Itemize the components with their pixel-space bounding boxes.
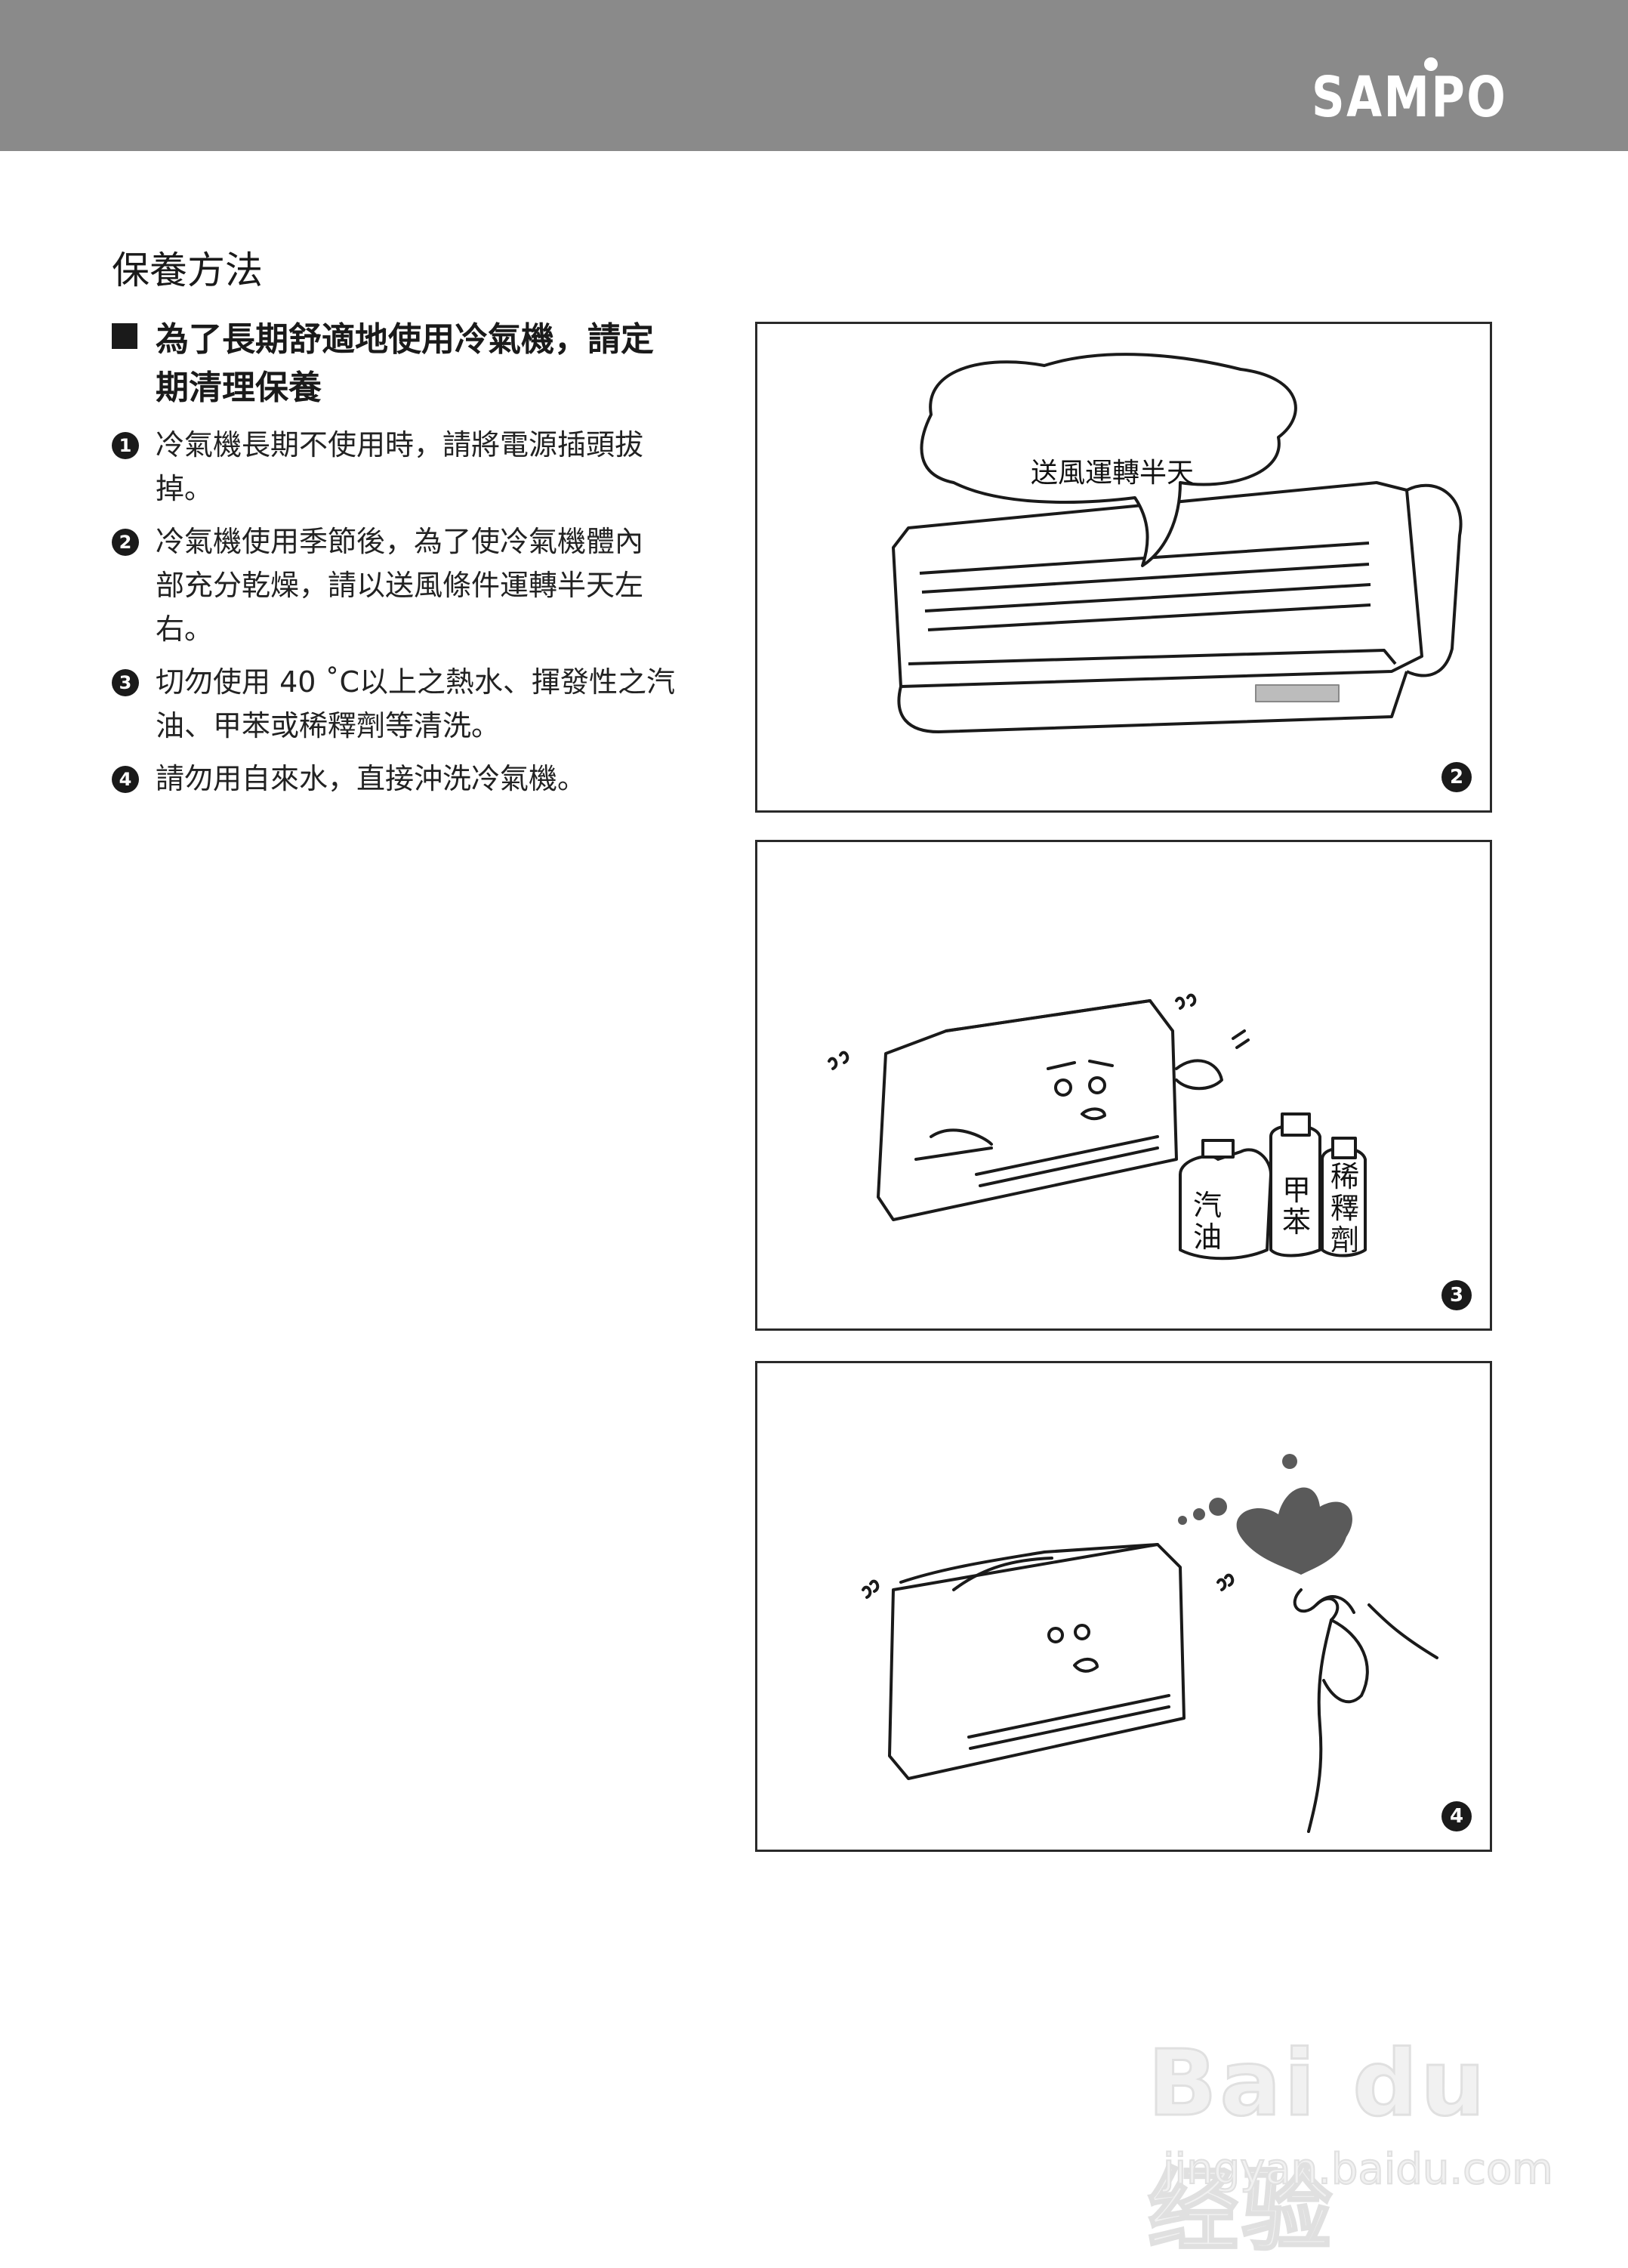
item-line: 部充分乾燥，請以送風條件運轉半天左 xyxy=(156,569,644,602)
lead-line-1: 為了長期舒適地使用冷氣機，請定 xyxy=(156,320,654,359)
item-line: 切勿使用 40 ˚C以上之熱水、揮發性之汽 xyxy=(156,665,676,699)
panel-number-badge: 2 xyxy=(1441,762,1472,792)
panel-number-badge: 3 xyxy=(1441,1280,1472,1310)
number-badge: 4 xyxy=(112,766,139,793)
bottle-label-toluene: 甲苯 xyxy=(1281,1174,1311,1239)
page-title: 保養方法 xyxy=(112,248,263,292)
list-item: 2 冷氣機使用季節後，為了使冷氣機體內 部充分乾燥，請以送風條件運轉半天左 右。 xyxy=(112,520,693,651)
illustration-panel-fan-mode: 送風運轉半天 2 xyxy=(755,322,1492,813)
item-line: 油、甲苯或稀釋劑等清洗。 xyxy=(156,709,501,742)
air-conditioner-fan-illustration xyxy=(892,353,1463,733)
air-conditioner-solvents-illustration xyxy=(828,993,1367,1261)
speech-bubble-text: 送風運轉半天 xyxy=(1031,458,1195,489)
item-line: 冷氣機長期不使用時，請將電源插頭拔 xyxy=(156,428,644,461)
number-badge: 2 xyxy=(112,529,139,556)
air-conditioner-water-spray-illustration xyxy=(862,1454,1438,1833)
list-item: 3 切勿使用 40 ˚C以上之熱水、揮發性之汽 油、甲苯或稀釋劑等清洗。 xyxy=(112,660,693,748)
number-badge: 3 xyxy=(112,669,139,696)
illustration-panel-no-water: 4 xyxy=(755,1361,1492,1852)
bottle-label-gasoline: 汽油 xyxy=(1192,1189,1222,1254)
watermark-url-text: jingyan.baidu.com xyxy=(1162,2144,1554,2195)
illustration-panel-solvents: 汽油 甲苯 稀釋劑 3 xyxy=(755,840,1492,1331)
list-item: 4 請勿用自來水，直接沖洗冷氣機。 xyxy=(112,757,693,801)
number-badge: 1 xyxy=(112,432,139,459)
item-line: 掉。 xyxy=(156,472,214,505)
baidu-watermark: Bai du 经验 jingyan.baidu.com xyxy=(1147,1979,1571,2265)
brand-logo-dot xyxy=(1424,57,1438,71)
maintenance-list: 1 冷氣機長期不使用時，請將電源插頭拔 掉。 2 冷氣機使用季節後，為了使冷氣機… xyxy=(112,423,693,810)
brand-logo: SAMPO xyxy=(1311,65,1507,130)
panel-number-badge: 4 xyxy=(1441,1801,1472,1831)
item-line: 請勿用自來水，直接沖洗冷氣機。 xyxy=(156,762,587,795)
bottle-label-thinner: 稀釋劑 xyxy=(1330,1160,1359,1257)
list-item: 1 冷氣機長期不使用時，請將電源插頭拔 掉。 xyxy=(112,423,693,511)
item-line: 右。 xyxy=(156,613,214,646)
lead-line-2: 期清理保養 xyxy=(156,369,322,407)
square-bullet-icon xyxy=(112,323,137,349)
header-bar xyxy=(0,0,1628,151)
lead-heading: 為了長期舒適地使用冷氣機，請定 期清理保養 xyxy=(112,316,708,412)
item-line: 冷氣機使用季節後，為了使冷氣機體內 xyxy=(156,525,644,558)
